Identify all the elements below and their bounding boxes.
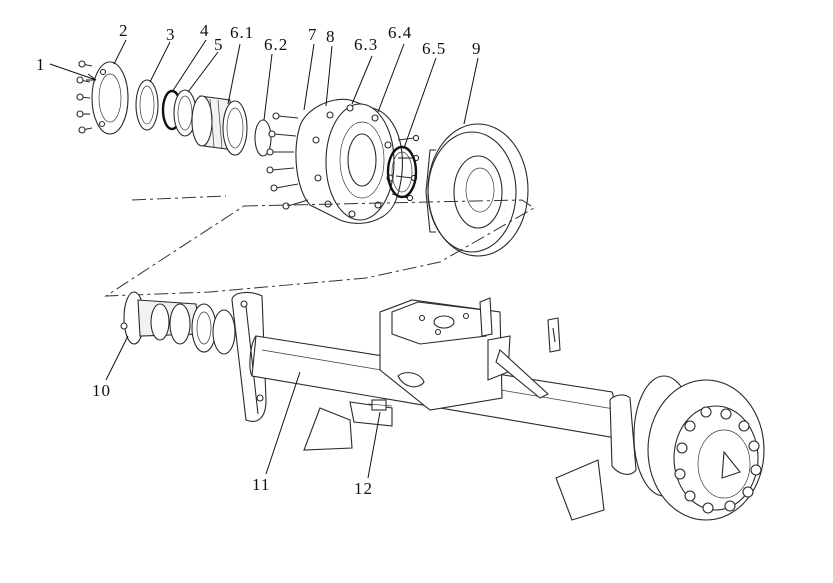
assembly-phantom-outline: [104, 195, 535, 297]
callout-8: 8: [326, 27, 336, 46]
callout-6-2: 6.2: [264, 35, 288, 54]
assembled-hub-right: [609, 375, 765, 521]
axle-housing-part-11: [231, 291, 629, 521]
bearing-part-6-1: [191, 95, 248, 156]
callout-2: 2: [119, 21, 129, 40]
callout-11: 11: [252, 475, 270, 494]
callout-9: 9: [472, 39, 482, 58]
callout-6-1: 6.1: [230, 23, 254, 42]
leader-lines: [49, 39, 479, 479]
callout-7: 7: [308, 25, 318, 44]
snap-ring-part-6-2: [254, 119, 272, 157]
callout-1: 1: [36, 55, 46, 74]
callout-4: 4: [200, 21, 210, 40]
callout-6-3: 6.3: [354, 35, 378, 54]
callout-10: 10: [92, 381, 111, 400]
axle-shaft-part-10: [120, 291, 236, 355]
seal-parts-4-5: [161, 89, 197, 137]
callout-5: 5: [214, 35, 224, 54]
seal-ring-part-3: [135, 79, 159, 131]
callout-6-4: 6.4: [388, 23, 412, 42]
callout-12: 12: [354, 479, 373, 498]
wheel-hub-part-6-3: [266, 98, 420, 224]
callout-labels: 1 2 3 4 5 6.1 6.2 7 8 6.3 6.4 6.5 9 10 1…: [36, 21, 482, 498]
hub-cap-part-2: [76, 60, 129, 135]
callout-6-5: 6.5: [422, 39, 446, 58]
ring-part-6-5: [386, 145, 418, 199]
callout-3: 3: [166, 25, 176, 44]
brake-disc-part-9: [425, 123, 529, 257]
